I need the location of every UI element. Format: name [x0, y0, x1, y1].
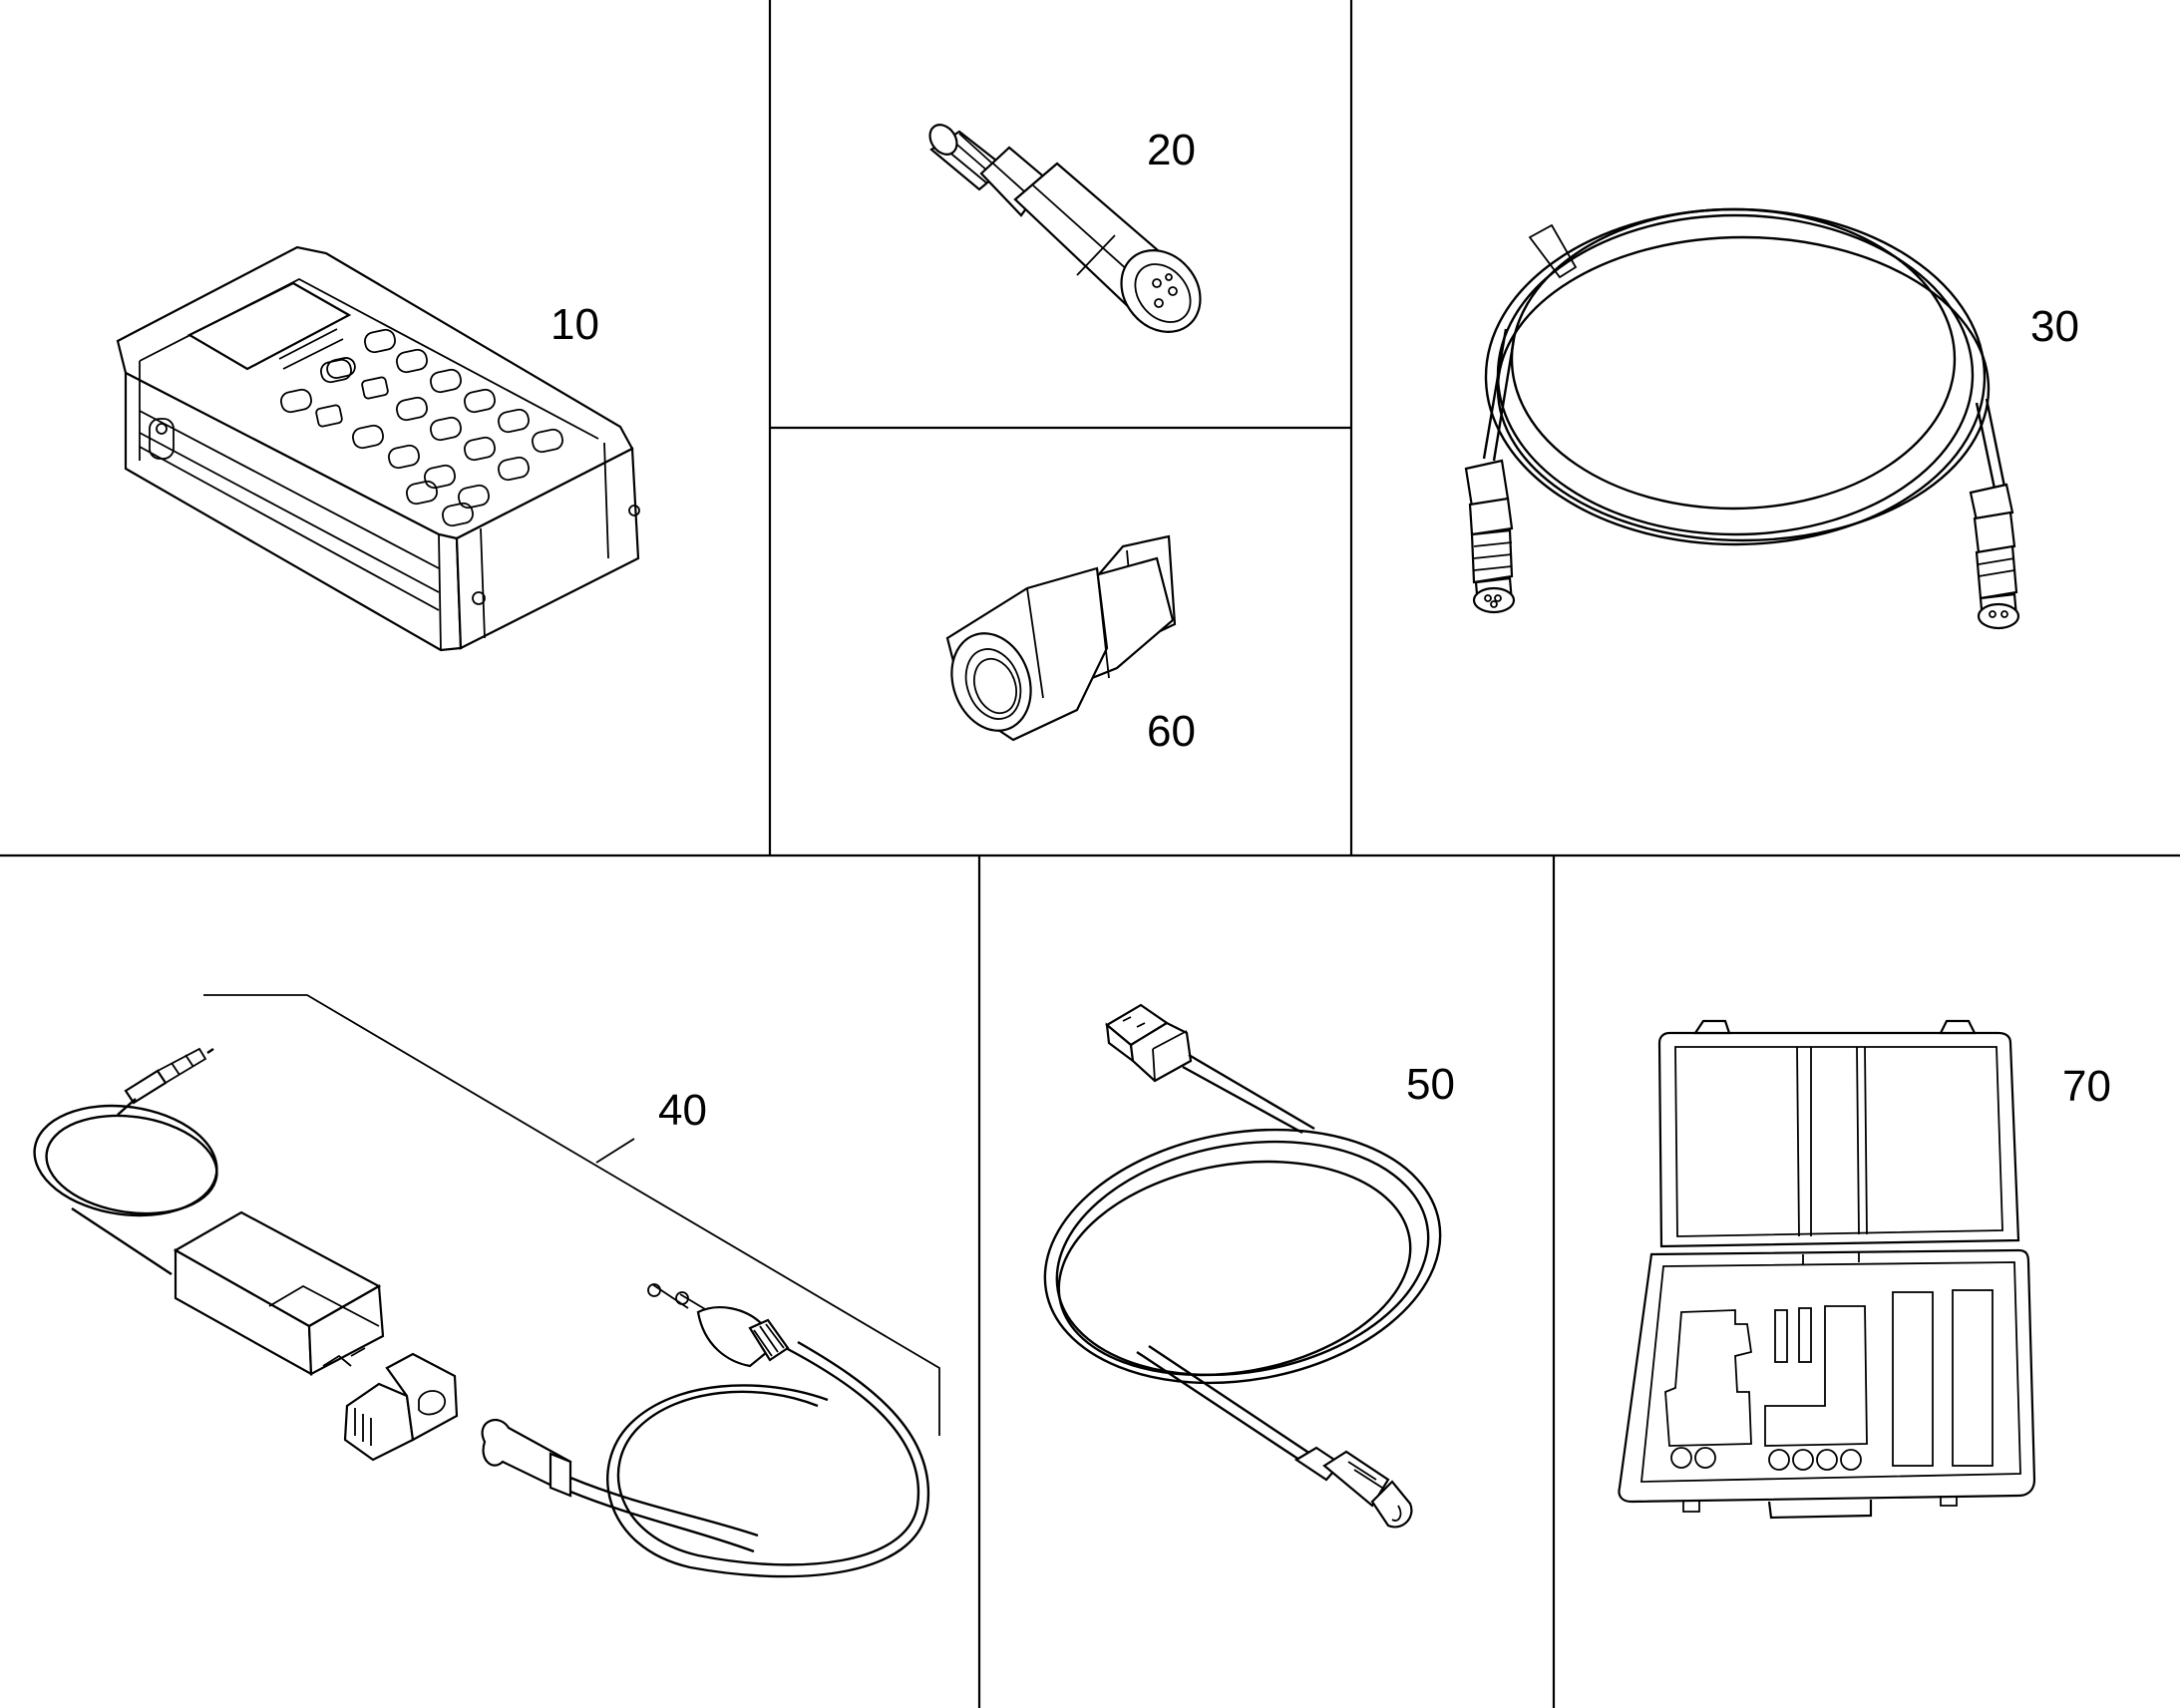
sensor-cable-illustration — [1464, 207, 2020, 630]
part-label-70: 70 — [2062, 1062, 2111, 1111]
part-label-60: 60 — [1147, 707, 1196, 756]
pressure-sensor-illustration — [928, 124, 1202, 333]
keypad — [280, 328, 563, 527]
part-label-20: 20 — [1147, 126, 1196, 174]
part-label-50: 50 — [1406, 1060, 1455, 1109]
adapter-fitting-illustration — [945, 534, 1177, 742]
usb-cable-illustration — [1043, 1003, 1442, 1529]
carry-case-illustration — [1618, 1019, 2036, 1520]
power-supply-illustration — [33, 994, 940, 1578]
part-label-30: 30 — [2030, 302, 2079, 351]
part-label-40: 40 — [658, 1086, 707, 1135]
meter-illustration — [116, 245, 640, 652]
part-label-10: 10 — [550, 300, 599, 349]
